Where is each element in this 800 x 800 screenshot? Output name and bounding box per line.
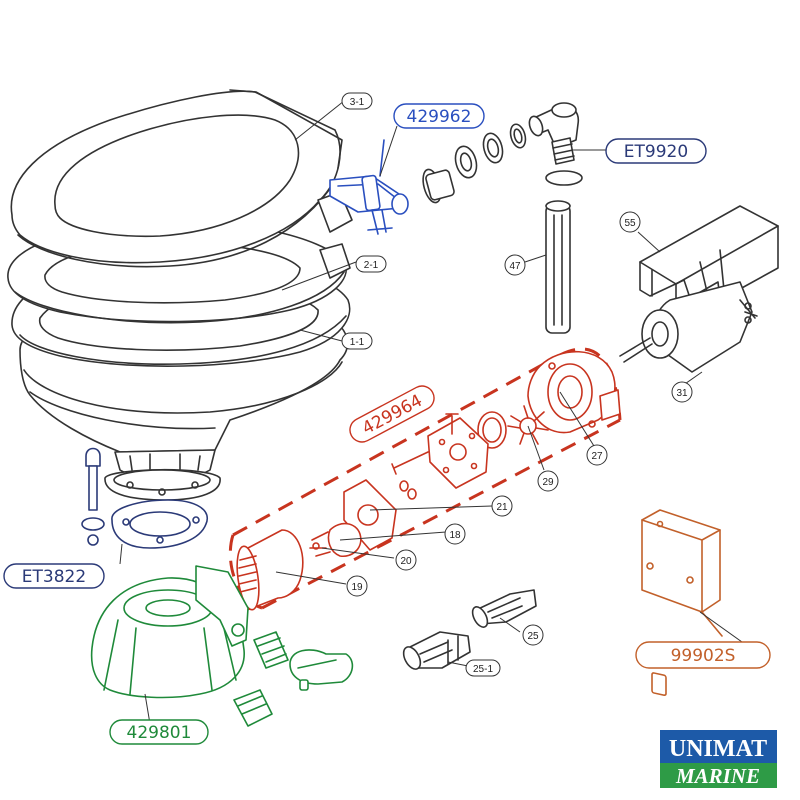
part-label-19: 19 bbox=[346, 575, 368, 597]
svg-text:55: 55 bbox=[624, 218, 636, 229]
svg-text:19: 19 bbox=[351, 582, 363, 593]
motor-cover-55 bbox=[639, 205, 779, 301]
svg-text:20: 20 bbox=[400, 556, 412, 567]
part-label-3-1: 3-1 bbox=[341, 92, 373, 110]
part-label-1-1: 1-1 bbox=[341, 332, 373, 350]
svg-text:21: 21 bbox=[496, 502, 508, 513]
svg-text:27: 27 bbox=[591, 451, 603, 462]
svg-text:25: 25 bbox=[527, 631, 539, 642]
unimat-marine-logo: UNIMAT MARINE bbox=[660, 730, 777, 788]
assembly-label-429801: 429801 bbox=[109, 719, 209, 745]
assembly-label-429964: 429964 bbox=[349, 385, 435, 443]
part-label-25-1: 25-1 bbox=[465, 659, 501, 677]
pump-kit-429964 bbox=[228, 347, 622, 613]
flush-fittings bbox=[422, 102, 583, 204]
assembly-label-429962: 429962 bbox=[393, 103, 485, 129]
base-kit-429801 bbox=[90, 565, 354, 727]
part-label-18: 18 bbox=[444, 523, 466, 545]
svg-text:429962: 429962 bbox=[407, 107, 472, 127]
assembly-label-et9920: ET9920 bbox=[605, 138, 707, 164]
part-label-2-1: 2-1 bbox=[355, 255, 387, 273]
svg-text:99902S: 99902S bbox=[671, 646, 736, 666]
assembly-label-et3822: ET3822 bbox=[3, 563, 105, 589]
part-label-27: 27 bbox=[586, 444, 608, 466]
svg-text:18: 18 bbox=[449, 530, 461, 541]
svg-text:25-1: 25-1 bbox=[473, 664, 493, 675]
svg-text:MARINE: MARINE bbox=[675, 764, 760, 788]
part-label-31: 31 bbox=[671, 381, 693, 403]
switch-99902s bbox=[641, 509, 723, 697]
motor-31 bbox=[619, 281, 758, 373]
assembly-label-99902s: 99902S bbox=[635, 641, 771, 669]
svg-text:29: 29 bbox=[542, 477, 554, 488]
svg-text:1-1: 1-1 bbox=[350, 337, 365, 348]
part-label-21: 21 bbox=[491, 495, 513, 517]
svg-text:47: 47 bbox=[509, 261, 521, 272]
svg-text:UNIMAT: UNIMAT bbox=[669, 736, 767, 762]
part-label-25: 25 bbox=[522, 624, 544, 646]
part-labels: 3-1 2-1 1-1 47 55 31 27 29 bbox=[341, 92, 693, 677]
part-label-47: 47 bbox=[504, 254, 526, 276]
svg-text:ET9920: ET9920 bbox=[624, 142, 688, 162]
svg-text:3-1: 3-1 bbox=[350, 97, 365, 108]
svg-text:2-1: 2-1 bbox=[364, 260, 379, 271]
svg-text:ET3822: ET3822 bbox=[22, 567, 86, 587]
hose-fittings bbox=[402, 589, 537, 670]
part-label-55: 55 bbox=[619, 211, 641, 233]
toilet-bowl-assembly bbox=[7, 89, 353, 501]
part-label-29: 29 bbox=[537, 470, 559, 492]
pipe-47 bbox=[545, 200, 571, 334]
svg-text:31: 31 bbox=[676, 388, 688, 399]
part-label-20: 20 bbox=[395, 549, 417, 571]
gasket-kit-et3822 bbox=[81, 447, 209, 549]
svg-text:429801: 429801 bbox=[127, 723, 192, 743]
hinge-kit-429962 bbox=[329, 139, 409, 235]
